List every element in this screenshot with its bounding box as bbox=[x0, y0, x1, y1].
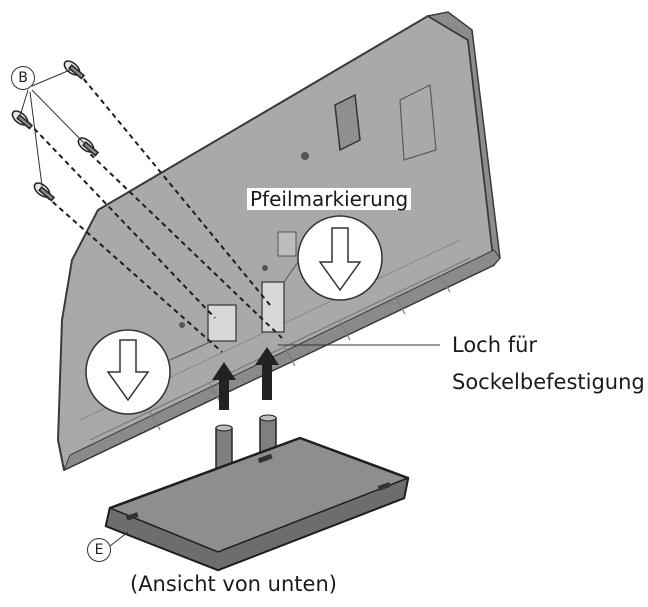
insertion-arrows bbox=[212, 347, 279, 410]
callout-e-leader bbox=[109, 531, 129, 547]
screw-2 bbox=[11, 110, 34, 130]
view-caption: (Ansicht von unten) bbox=[130, 572, 337, 596]
stand-plate bbox=[104, 414, 410, 572]
stand-hole-label-line1: Loch für bbox=[452, 333, 538, 357]
screw-4 bbox=[33, 182, 56, 202]
arrow-mark-label: Pfeilmarkierung bbox=[247, 188, 412, 210]
zoom-circle-right bbox=[297, 215, 383, 301]
callout-screws-b: B bbox=[11, 66, 35, 90]
callout-stand-e: E bbox=[87, 538, 111, 562]
screw-guide-lines bbox=[27, 71, 283, 353]
callout-b-leaders bbox=[19, 69, 85, 187]
stand-hole-label-line2: Sockelbefestigung bbox=[452, 370, 645, 394]
screw-1 bbox=[63, 60, 86, 80]
zoom-circle-left bbox=[85, 329, 171, 415]
zoom-connectors bbox=[169, 261, 299, 361]
